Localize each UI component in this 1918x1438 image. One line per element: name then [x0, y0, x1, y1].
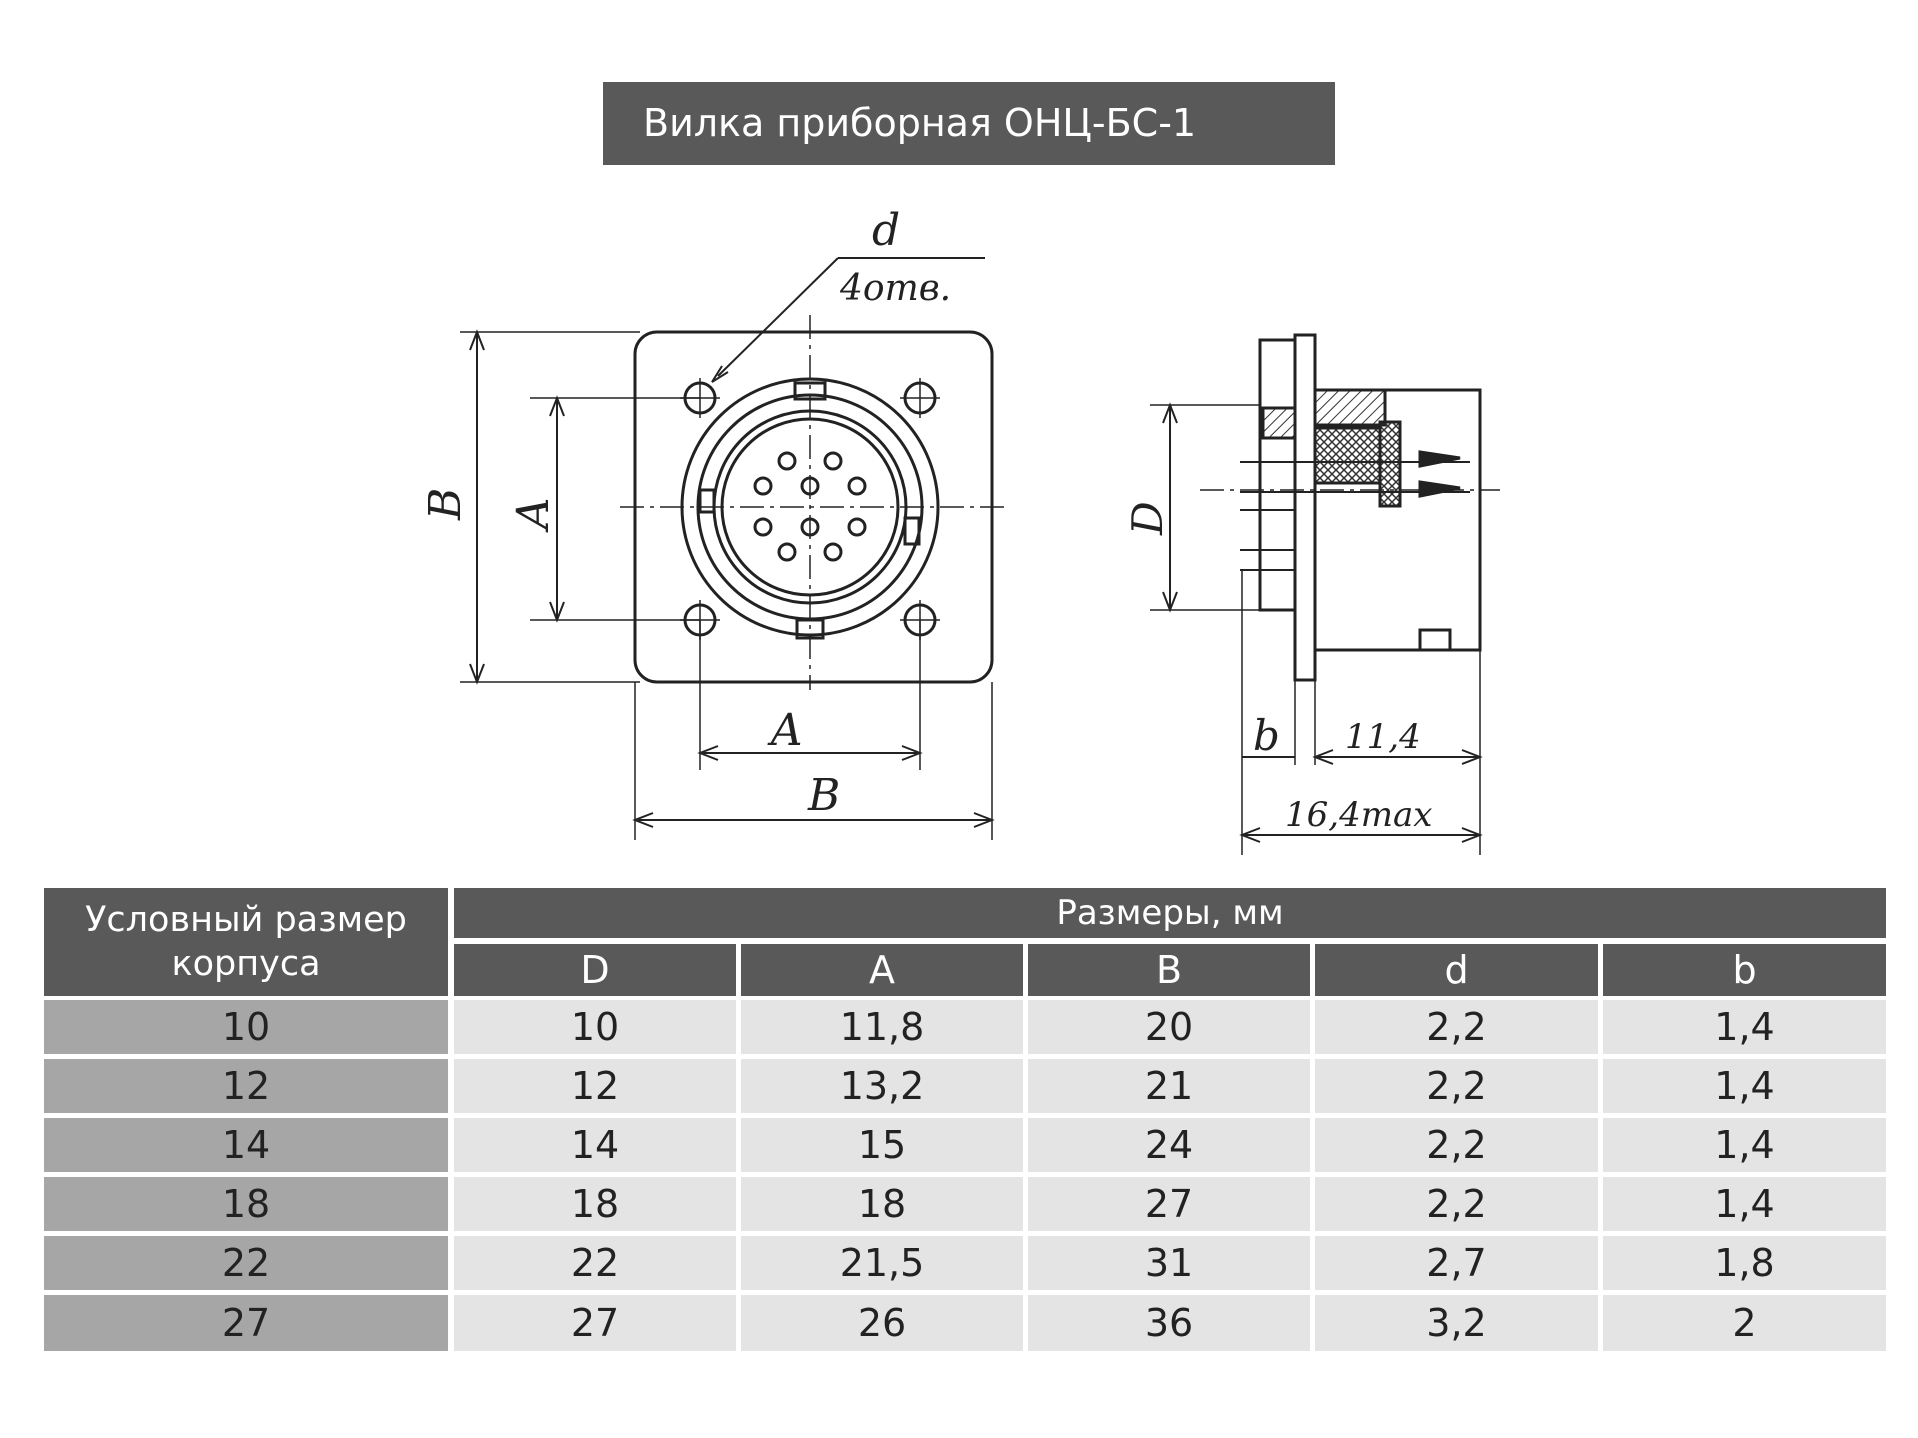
- table-cell: 1,8: [1603, 1236, 1886, 1290]
- table-cell: 22: [454, 1236, 736, 1290]
- table-cell: 2,2: [1315, 1118, 1598, 1172]
- hole-diameter-label: d: [872, 205, 900, 256]
- table-cell: 3,2: [1315, 1295, 1598, 1351]
- column-header-D: D: [454, 944, 736, 996]
- dim-a-horizontal-label: А: [767, 705, 803, 756]
- table-cell: 20: [1028, 1000, 1310, 1054]
- table-cell: 14: [454, 1118, 736, 1172]
- row-header-label: Условный размер корпуса: [85, 900, 407, 984]
- column-header-B: B: [1028, 944, 1310, 996]
- table-cell: 24: [1028, 1118, 1310, 1172]
- table-cell-size: 18: [44, 1177, 448, 1231]
- dim-11-4-label: 11,4: [1345, 717, 1421, 757]
- dimensions-table: Условный размер корпуса Размеры, мм D A …: [44, 888, 1886, 1351]
- group-header-label: Размеры, мм: [1056, 893, 1284, 933]
- table-cell-size: 12: [44, 1059, 448, 1113]
- contact-pins: [753, 451, 867, 562]
- dim-b-small-label: b: [1253, 711, 1280, 760]
- hole-count-label: 4отв.: [839, 268, 951, 309]
- table-cell: 21,5: [741, 1236, 1023, 1290]
- group-header-cell: Размеры, мм: [454, 888, 1886, 938]
- table-cell: 1,4: [1603, 1177, 1886, 1231]
- table-cell: 10: [454, 1000, 736, 1054]
- dim-a-vertical-label: А: [508, 497, 559, 533]
- table-cell: 15: [741, 1118, 1023, 1172]
- table-cell: 26: [741, 1295, 1023, 1351]
- table-cell: 2,2: [1315, 1000, 1598, 1054]
- table-cell: 2,7: [1315, 1236, 1598, 1290]
- table-cell: 13,2: [741, 1059, 1023, 1113]
- dim-16-4-label: 16,4max: [1285, 795, 1432, 835]
- table-cell-size: 22: [44, 1236, 448, 1290]
- table-cell-size: 14: [44, 1118, 448, 1172]
- table-cell: 2,2: [1315, 1059, 1598, 1113]
- table-cell: 2: [1603, 1295, 1886, 1351]
- table-cell: 1,4: [1603, 1059, 1886, 1113]
- table-cell: 31: [1028, 1236, 1310, 1290]
- table-cell: 11,8: [741, 1000, 1023, 1054]
- dim-d-label: D: [1123, 501, 1172, 536]
- table-cell: 27: [1028, 1177, 1310, 1231]
- column-header-b: b: [1603, 944, 1886, 996]
- side-view-labels: D b 11,4 16,4max: [1123, 501, 1432, 835]
- table-cell-size: 10: [44, 1000, 448, 1054]
- table-cell: 1,4: [1603, 1000, 1886, 1054]
- column-header-A: A: [741, 944, 1023, 996]
- column-header-d: d: [1315, 944, 1598, 996]
- table-cell: 36: [1028, 1295, 1310, 1351]
- table-cell: 2,2: [1315, 1177, 1598, 1231]
- table-cell: 1,4: [1603, 1118, 1886, 1172]
- table-cell: 18: [454, 1177, 736, 1231]
- dim-b-horizontal-label: В: [807, 770, 840, 821]
- table-cell: 21: [1028, 1059, 1310, 1113]
- front-view: [460, 257, 1005, 840]
- dim-b-vertical-label: В: [420, 488, 471, 521]
- page-title: Вилка приборная ОНЦ-БС-1: [603, 82, 1335, 165]
- side-view: [1150, 333, 1500, 855]
- table-cell-size: 27: [44, 1295, 448, 1351]
- table-cell: 12: [454, 1059, 736, 1113]
- front-view-labels: d 4отв. В А А В: [420, 205, 951, 821]
- row-header-cell: Условный размер корпуса: [44, 888, 448, 996]
- connector-drawing: d 4отв. В А А В: [420, 205, 1500, 855]
- table-cell: 18: [741, 1177, 1023, 1231]
- table-cell: 27: [454, 1295, 736, 1351]
